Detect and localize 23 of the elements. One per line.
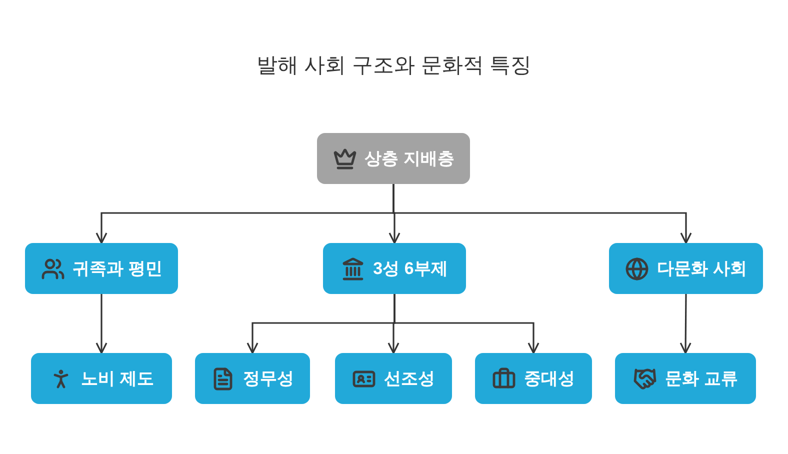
node-box xyxy=(317,133,470,184)
node-box xyxy=(615,353,756,404)
node-box xyxy=(25,243,178,294)
arrow xyxy=(394,294,540,354)
arrow xyxy=(392,184,692,244)
node-label: 귀족과 평민 xyxy=(72,258,162,280)
arrow xyxy=(680,294,692,354)
node-box xyxy=(31,353,172,404)
node-box xyxy=(323,243,466,294)
node-label: 정무성 xyxy=(243,368,294,390)
node-box xyxy=(335,353,452,404)
node-label: 선조성 xyxy=(384,368,435,390)
diagram-title: 발해 사회 구조와 문화적 특징 xyxy=(256,53,532,79)
node-box xyxy=(609,243,763,294)
node-label: 상층 지배층 xyxy=(364,148,454,170)
arrow xyxy=(96,294,108,354)
node-label: 중대성 xyxy=(524,368,575,390)
node-label: 다문화 사회 xyxy=(657,258,747,280)
node-label: 노비 제도 xyxy=(81,368,154,390)
node-label: 문화 교류 xyxy=(665,368,738,390)
node-label: 3성 6부제 xyxy=(373,258,448,280)
node-box xyxy=(475,353,592,404)
node-box xyxy=(195,353,310,404)
